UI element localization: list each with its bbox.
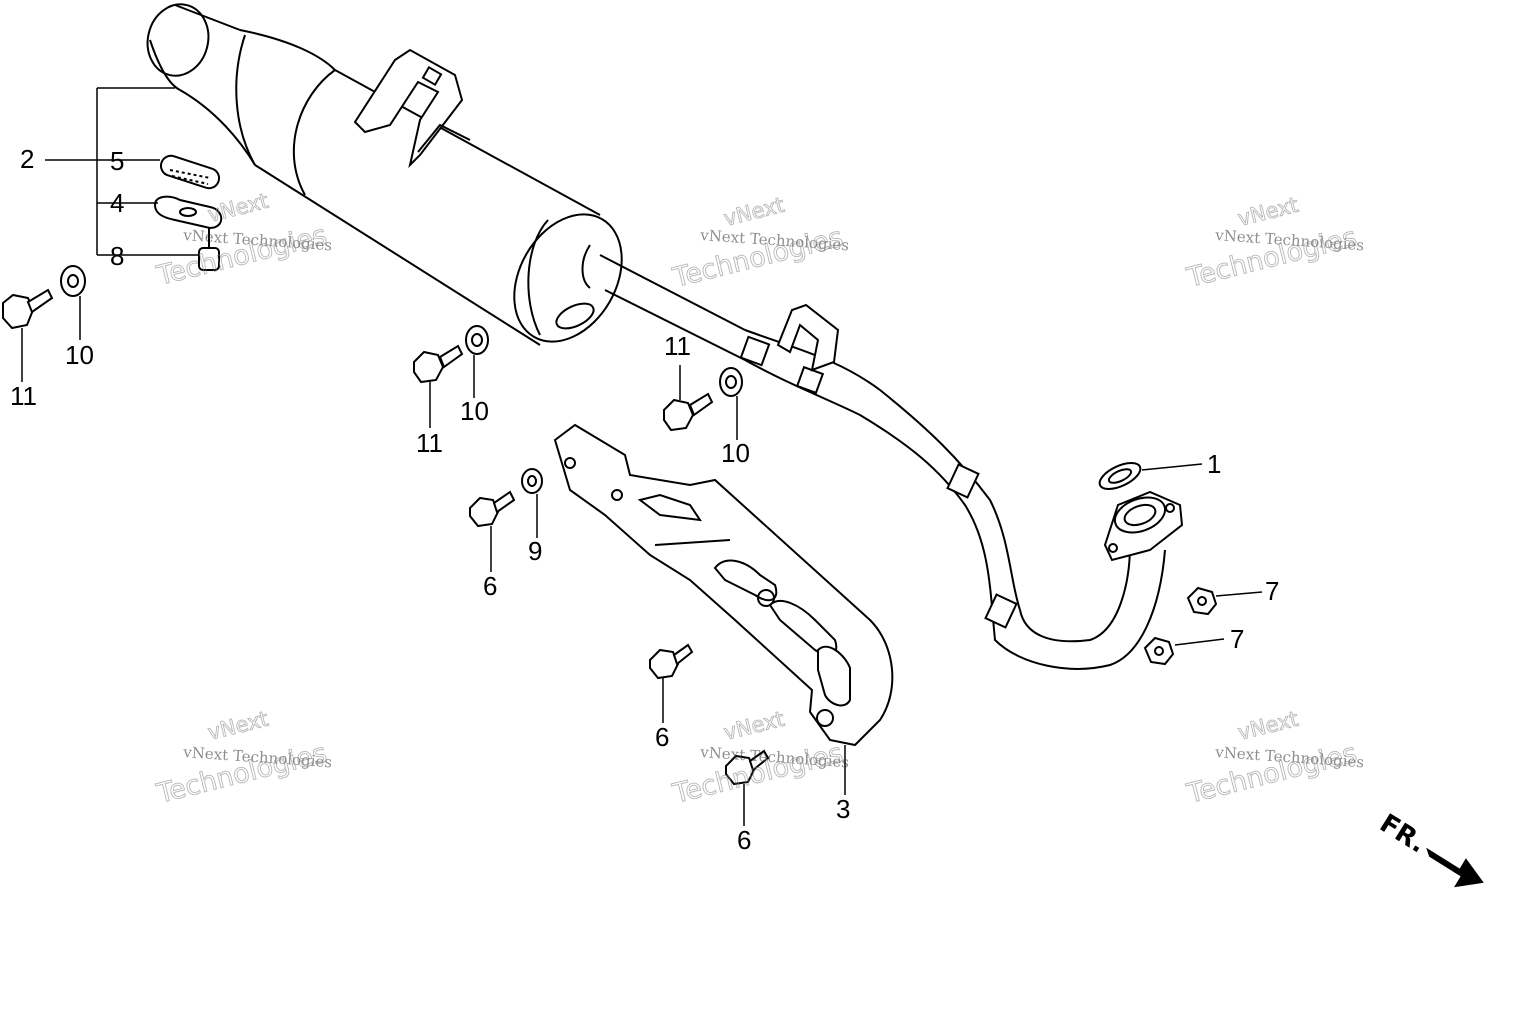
exhaust-gasket [1098,462,1142,490]
callout-11: 11 [664,331,691,361]
svg-text:vNext: vNext [721,193,786,231]
muffler-screen-gasket [159,154,221,190]
svg-text:vNext: vNext [721,707,786,745]
heat-shield [553,423,894,747]
washer-9 [521,468,543,494]
watermark: vNext vNext Technologies Technologies [1183,706,1365,810]
watermark: vNext vNext Technologies Technologies [153,706,333,810]
muffler-mount-bracket [353,48,471,169]
bolt-6 [469,490,516,528]
callout-3: 3 [836,794,850,824]
callout-4: 4 [110,188,124,218]
front-label: FR. [1374,808,1431,859]
callout-10: 10 [460,396,489,426]
washer-10 [465,325,489,355]
washer-10 [719,367,743,397]
svg-text:vNext: vNext [205,189,270,227]
callout-7: 7 [1265,576,1279,606]
callout-1: 1 [1207,449,1221,479]
svg-text:vNext: vNext [1235,193,1300,231]
callouts: 2 5 4 8 10 11 10 11 11 10 9 6 6 6 3 1 7 … [10,144,1279,855]
svg-text:vNext: vNext [1235,707,1300,745]
washer-10 [60,265,86,297]
bolt-6 [725,749,770,786]
bolt-11 [413,344,464,384]
callout-6: 6 [483,571,497,601]
callout-2: 2 [20,144,34,174]
callout-6: 6 [655,722,669,752]
bolt-11 [663,392,714,432]
callout-6: 6 [737,825,751,855]
muffler [146,3,623,346]
watermark: vNext vNext Technologies Technologies [669,192,850,294]
bolt-6 [649,643,694,680]
callout-11: 11 [10,381,37,411]
front-arrow-icon [1426,847,1484,888]
svg-text:vNext: vNext [205,707,270,745]
callout-9: 9 [528,536,542,566]
nut-7 [1143,636,1175,666]
front-direction-indicator: FR. [1374,808,1484,888]
callout-7: 7 [1230,624,1244,654]
callout-10: 10 [721,438,750,468]
leader-lines [21,87,1263,826]
callout-10: 10 [65,340,94,370]
screw-8 [198,228,220,271]
callout-8: 8 [110,241,124,271]
bolt-11 [2,288,54,330]
nut-7 [1186,586,1218,616]
watermark: vNext vNext Technologies Technologies [1183,192,1365,294]
callout-5: 5 [110,146,124,176]
tail-pipe-plate [153,195,223,230]
exhaust-pipe [599,254,1184,670]
callout-11: 11 [416,428,443,458]
